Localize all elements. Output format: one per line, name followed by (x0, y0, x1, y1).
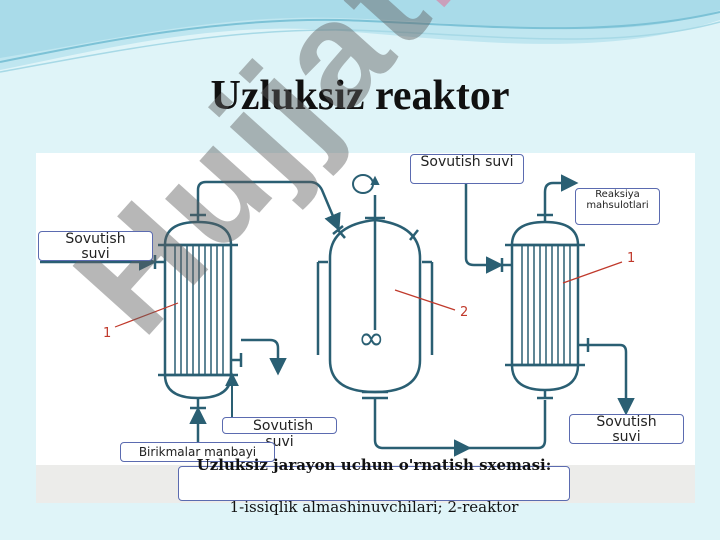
stirrer-infinity-icon: ∞ (358, 319, 385, 357)
label-reaksiya-mahsulotlari: Reaksiya mahsulotlari (575, 188, 660, 225)
label-sovutish-bottom-right: Sovutish suvi (569, 414, 684, 444)
reactor-vessel (316, 195, 434, 400)
caption-box (178, 466, 570, 501)
callout-line-1-right (562, 261, 623, 284)
caption-title: Uzluksiz jarayon uchun o'rnatish sxemasi… (196, 456, 552, 474)
callout-number-1-right: 1 (627, 251, 636, 266)
callout-line-1-left (114, 302, 179, 328)
label-sovutish-left: Sovutish suvi (38, 231, 153, 261)
label-sovutish-top: Sovutish suvi (410, 154, 524, 184)
heat-exchanger-right (500, 213, 590, 400)
label-birikmalar-manbayi: Birikmalar manbayi (120, 442, 275, 462)
rotation-arrow-icon (352, 174, 380, 194)
page-title: Uzluksiz reaktor (210, 73, 510, 119)
callout-line-2 (394, 289, 456, 311)
label-sovutish-bottom-mid: Sovutish suvi (222, 417, 337, 450)
callout-number-2: 2 (460, 305, 469, 320)
caption-legend: 1-issiqlik almashinuvchilari; 2-reaktor (229, 498, 519, 516)
callout-number-1-left: 1 (103, 326, 112, 341)
heat-exchanger-left (153, 213, 243, 410)
